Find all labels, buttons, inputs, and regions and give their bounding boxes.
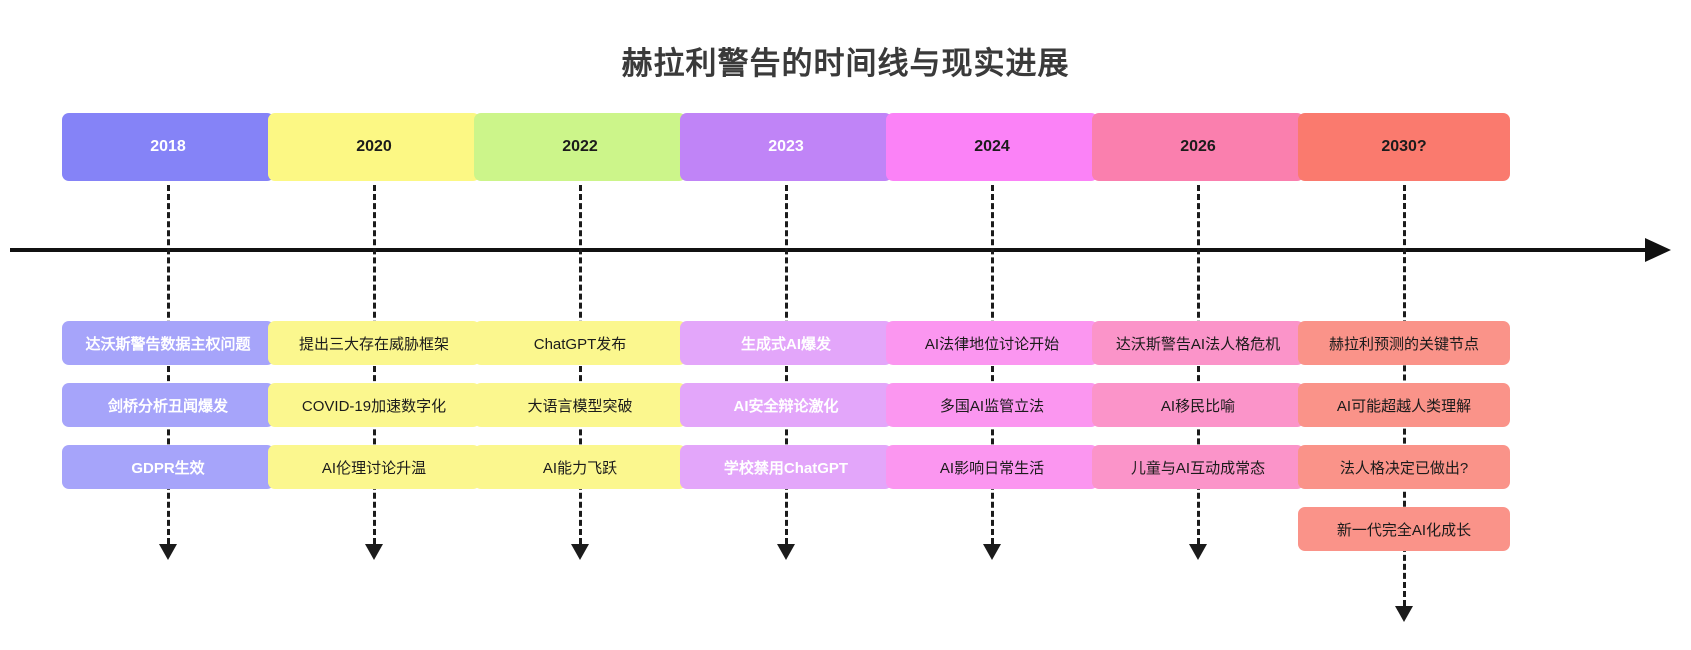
year-box[interactable]: 2020 (268, 113, 480, 181)
event-box[interactable]: ChatGPT发布 (474, 321, 686, 365)
event-box[interactable]: 新一代完全AI化成长 (1298, 507, 1510, 551)
event-box[interactable]: AI伦理讨论升温 (268, 445, 480, 489)
event-box[interactable]: COVID-19加速数字化 (268, 383, 480, 427)
event-label: GDPR生效 (131, 459, 205, 477)
event-box[interactable]: 赫拉利预测的关键节点 (1298, 321, 1510, 365)
event-label: 儿童与AI互动成常态 (1130, 459, 1266, 477)
event-label: 提出三大存在威胁框架 (298, 335, 449, 353)
event-box[interactable]: 多国AI监管立法 (886, 383, 1098, 427)
event-label: 赫拉利预测的关键节点 (1328, 335, 1479, 353)
column-connector-arrowhead (365, 544, 383, 560)
event-label: 新一代完全AI化成长 (1336, 521, 1472, 539)
event-label: AI移民比喻 (1160, 397, 1236, 415)
event-box[interactable]: 生成式AI爆发 (680, 321, 892, 365)
event-box[interactable]: 学校禁用ChatGPT (680, 445, 892, 489)
event-label: 达沃斯警告数据主权问题 (85, 335, 251, 353)
year-label: 2023 (768, 138, 804, 155)
event-box[interactable]: 儿童与AI互动成常态 (1092, 445, 1304, 489)
event-box[interactable]: AI影响日常生活 (886, 445, 1098, 489)
column-connector-arrowhead (571, 544, 589, 560)
column-connector-arrowhead (159, 544, 177, 560)
event-box[interactable]: 达沃斯警告AI法人格危机 (1092, 321, 1304, 365)
event-label: 学校禁用ChatGPT (723, 459, 849, 477)
event-label: AI能力飞跃 (542, 459, 618, 477)
event-label: 剑桥分析丑闻爆发 (107, 397, 228, 415)
event-label: AI可能超越人类理解 (1336, 397, 1472, 415)
column-connector-arrowhead (1395, 606, 1413, 622)
event-box[interactable]: AI能力飞跃 (474, 445, 686, 489)
year-box[interactable]: 2023 (680, 113, 892, 181)
event-label: 生成式AI爆发 (740, 335, 831, 353)
event-label: ChatGPT发布 (533, 335, 627, 353)
timeline-axis-line (10, 248, 1650, 252)
column-connector-arrowhead (983, 544, 1001, 560)
year-box[interactable]: 2024 (886, 113, 1098, 181)
event-box[interactable]: AI移民比喻 (1092, 383, 1304, 427)
year-box[interactable]: 2022 (474, 113, 686, 181)
event-box[interactable]: 法人格决定已做出? (1298, 445, 1510, 489)
year-label: 2026 (1180, 138, 1216, 155)
event-label: 大语言模型突破 (527, 397, 633, 415)
page-title: 赫拉利警告的时间线与现实进展 (621, 46, 1070, 81)
column-connector-arrowhead (777, 544, 795, 560)
event-label: AI安全辩论激化 (733, 397, 839, 415)
event-box[interactable]: 剑桥分析丑闻爆发 (62, 383, 274, 427)
event-box[interactable]: AI法律地位讨论开始 (886, 321, 1098, 365)
event-label: AI伦理讨论升温 (321, 459, 427, 477)
event-label: COVID-19加速数字化 (301, 397, 447, 415)
year-box[interactable]: 2026 (1092, 113, 1304, 181)
event-label: AI法律地位讨论开始 (924, 335, 1060, 353)
event-label: 法人格决定已做出? (1339, 459, 1469, 477)
event-box[interactable]: GDPR生效 (62, 445, 274, 489)
year-label: 2018 (150, 138, 186, 155)
column-connector-arrowhead (1189, 544, 1207, 560)
event-box[interactable]: 达沃斯警告数据主权问题 (62, 321, 274, 365)
year-label: 2022 (562, 138, 598, 155)
event-box[interactable]: AI安全辩论激化 (680, 383, 892, 427)
event-box[interactable]: 大语言模型突破 (474, 383, 686, 427)
year-label: 2024 (974, 138, 1010, 155)
event-label: 多国AI监管立法 (939, 397, 1045, 415)
event-box[interactable]: AI可能超越人类理解 (1298, 383, 1510, 427)
year-label: 2030? (1381, 138, 1427, 155)
event-label: AI影响日常生活 (939, 459, 1045, 477)
year-label: 2020 (356, 138, 392, 155)
event-label: 达沃斯警告AI法人格危机 (1115, 335, 1281, 353)
year-box[interactable]: 2018 (62, 113, 274, 181)
year-box[interactable]: 2030? (1298, 113, 1510, 181)
timeline-axis-arrowhead (1645, 238, 1671, 262)
event-box[interactable]: 提出三大存在威胁框架 (268, 321, 480, 365)
